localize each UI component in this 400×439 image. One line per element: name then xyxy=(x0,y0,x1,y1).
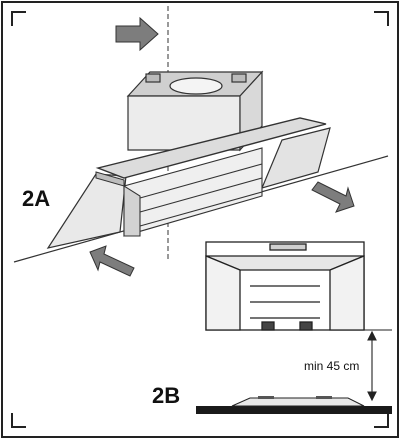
min-distance-label: min 45 cm xyxy=(304,359,359,373)
label-2b-box xyxy=(150,380,194,410)
hood-right-wing xyxy=(260,127,331,189)
hood-filter-body xyxy=(123,147,263,237)
label-2a: 2A xyxy=(22,186,50,211)
label-2b: 2B xyxy=(152,383,180,408)
push-arrow-right-icon xyxy=(311,181,355,213)
dimension-double-arrow-icon xyxy=(367,330,377,402)
panel-2a: 2A xyxy=(13,6,389,277)
push-arrow-top-icon xyxy=(115,16,159,52)
corner-marks xyxy=(11,11,389,428)
hood-front-view xyxy=(205,241,365,331)
panel-2b: min 45 cm 2B xyxy=(150,241,392,414)
hood-chimney xyxy=(126,70,264,152)
hood-canopy xyxy=(95,117,327,179)
label-2a-box xyxy=(19,181,67,215)
push-arrow-left-icon xyxy=(89,245,135,277)
hob xyxy=(196,396,392,414)
